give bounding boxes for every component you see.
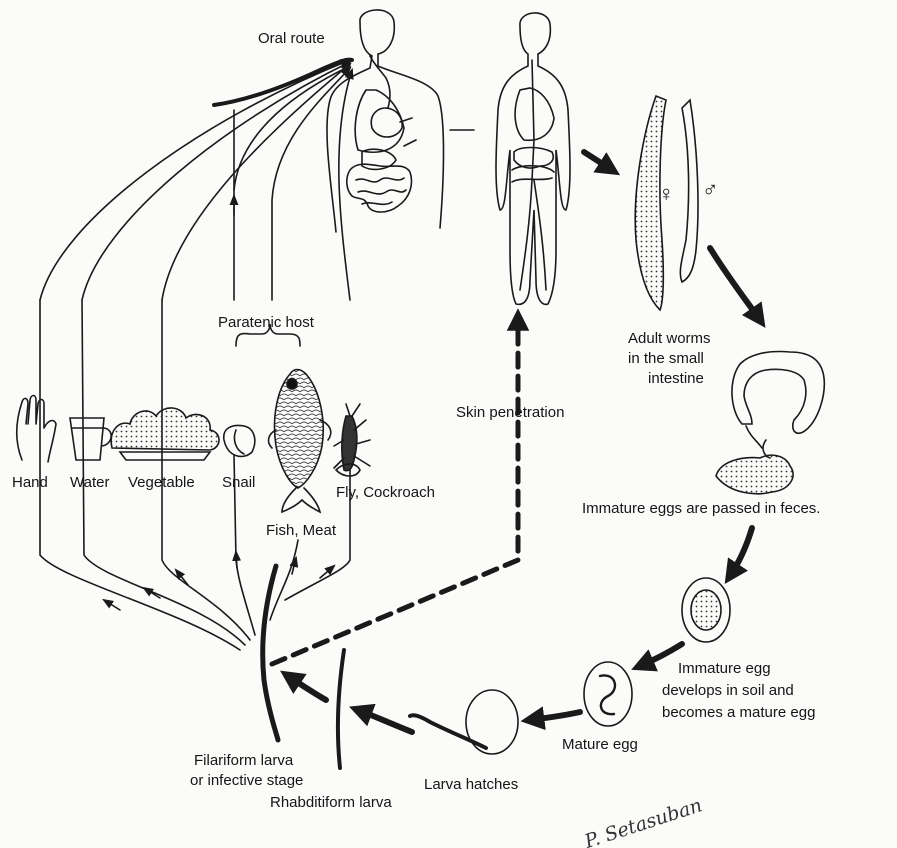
rhabditiform-larva-icon [338, 650, 344, 768]
fly-cockroach-icon [334, 404, 370, 476]
label-female-symbol: ♀ [658, 182, 675, 206]
feces-icon [716, 440, 793, 494]
label-filariform-line1: Filariform larva [194, 752, 293, 770]
label-adult-worms-line2: in the small [628, 350, 704, 368]
filariform-larva-icon [263, 566, 278, 740]
snail-icon [224, 426, 255, 457]
label-larva-hatches: Larva hatches [424, 776, 518, 794]
arrow-to-rhabditiform [358, 710, 412, 732]
arrow-to-larva-hatches [530, 712, 580, 720]
intestine-icon [732, 352, 824, 449]
vegetable-icon [111, 408, 219, 460]
label-immature-egg-line2: develops in soil and [662, 682, 794, 700]
hand-icon [17, 396, 56, 463]
label-rhabditiform: Rhabditiform larva [270, 794, 392, 812]
label-male-symbol: ♂ [702, 178, 719, 202]
fish-icon [269, 370, 331, 513]
arrow-to-immature-egg [730, 528, 752, 576]
label-vegetable: Vegetable [128, 474, 195, 492]
arrow-to-mature-egg [640, 644, 682, 666]
human-body-icon [496, 13, 570, 304]
label-paratenic-host: Paratenic host [218, 314, 314, 332]
label-adult-worms-line3: intestine [648, 370, 704, 388]
hatching-larva-icon [410, 690, 518, 754]
arrow-to-adult-worms [584, 152, 612, 170]
label-immature-egg-line3: becomes a mature egg [662, 704, 815, 722]
water-glass-icon [70, 418, 111, 460]
label-fly-cockroach: Fly, Cockroach [336, 484, 435, 502]
label-mature-egg: Mature egg [562, 736, 638, 754]
label-filariform-line2: or infective stage [190, 772, 303, 790]
arrow-to-filariform [288, 676, 326, 700]
label-adult-worms-line1: Adult worms [628, 330, 711, 348]
oral-route-arrows [40, 60, 352, 300]
label-snail: Snail [222, 474, 255, 492]
skin-penetration-arrowhead [508, 310, 528, 330]
arrow-to-intestine [710, 248, 760, 320]
label-water: Water [70, 474, 109, 492]
label-fish-meat: Fish, Meat [266, 522, 336, 540]
label-immature-egg-line1: Immature egg [678, 660, 771, 678]
label-skin-penetration: Skin penetration [456, 404, 564, 422]
human-torso-organs-icon [327, 10, 444, 232]
label-immature-eggs-passed: Immature eggs are passed in feces. [582, 500, 820, 518]
label-oral-route: Oral route [258, 30, 325, 48]
label-hand: Hand [12, 474, 48, 492]
immature-egg-icon [682, 578, 730, 642]
mature-egg-icon [584, 662, 632, 726]
